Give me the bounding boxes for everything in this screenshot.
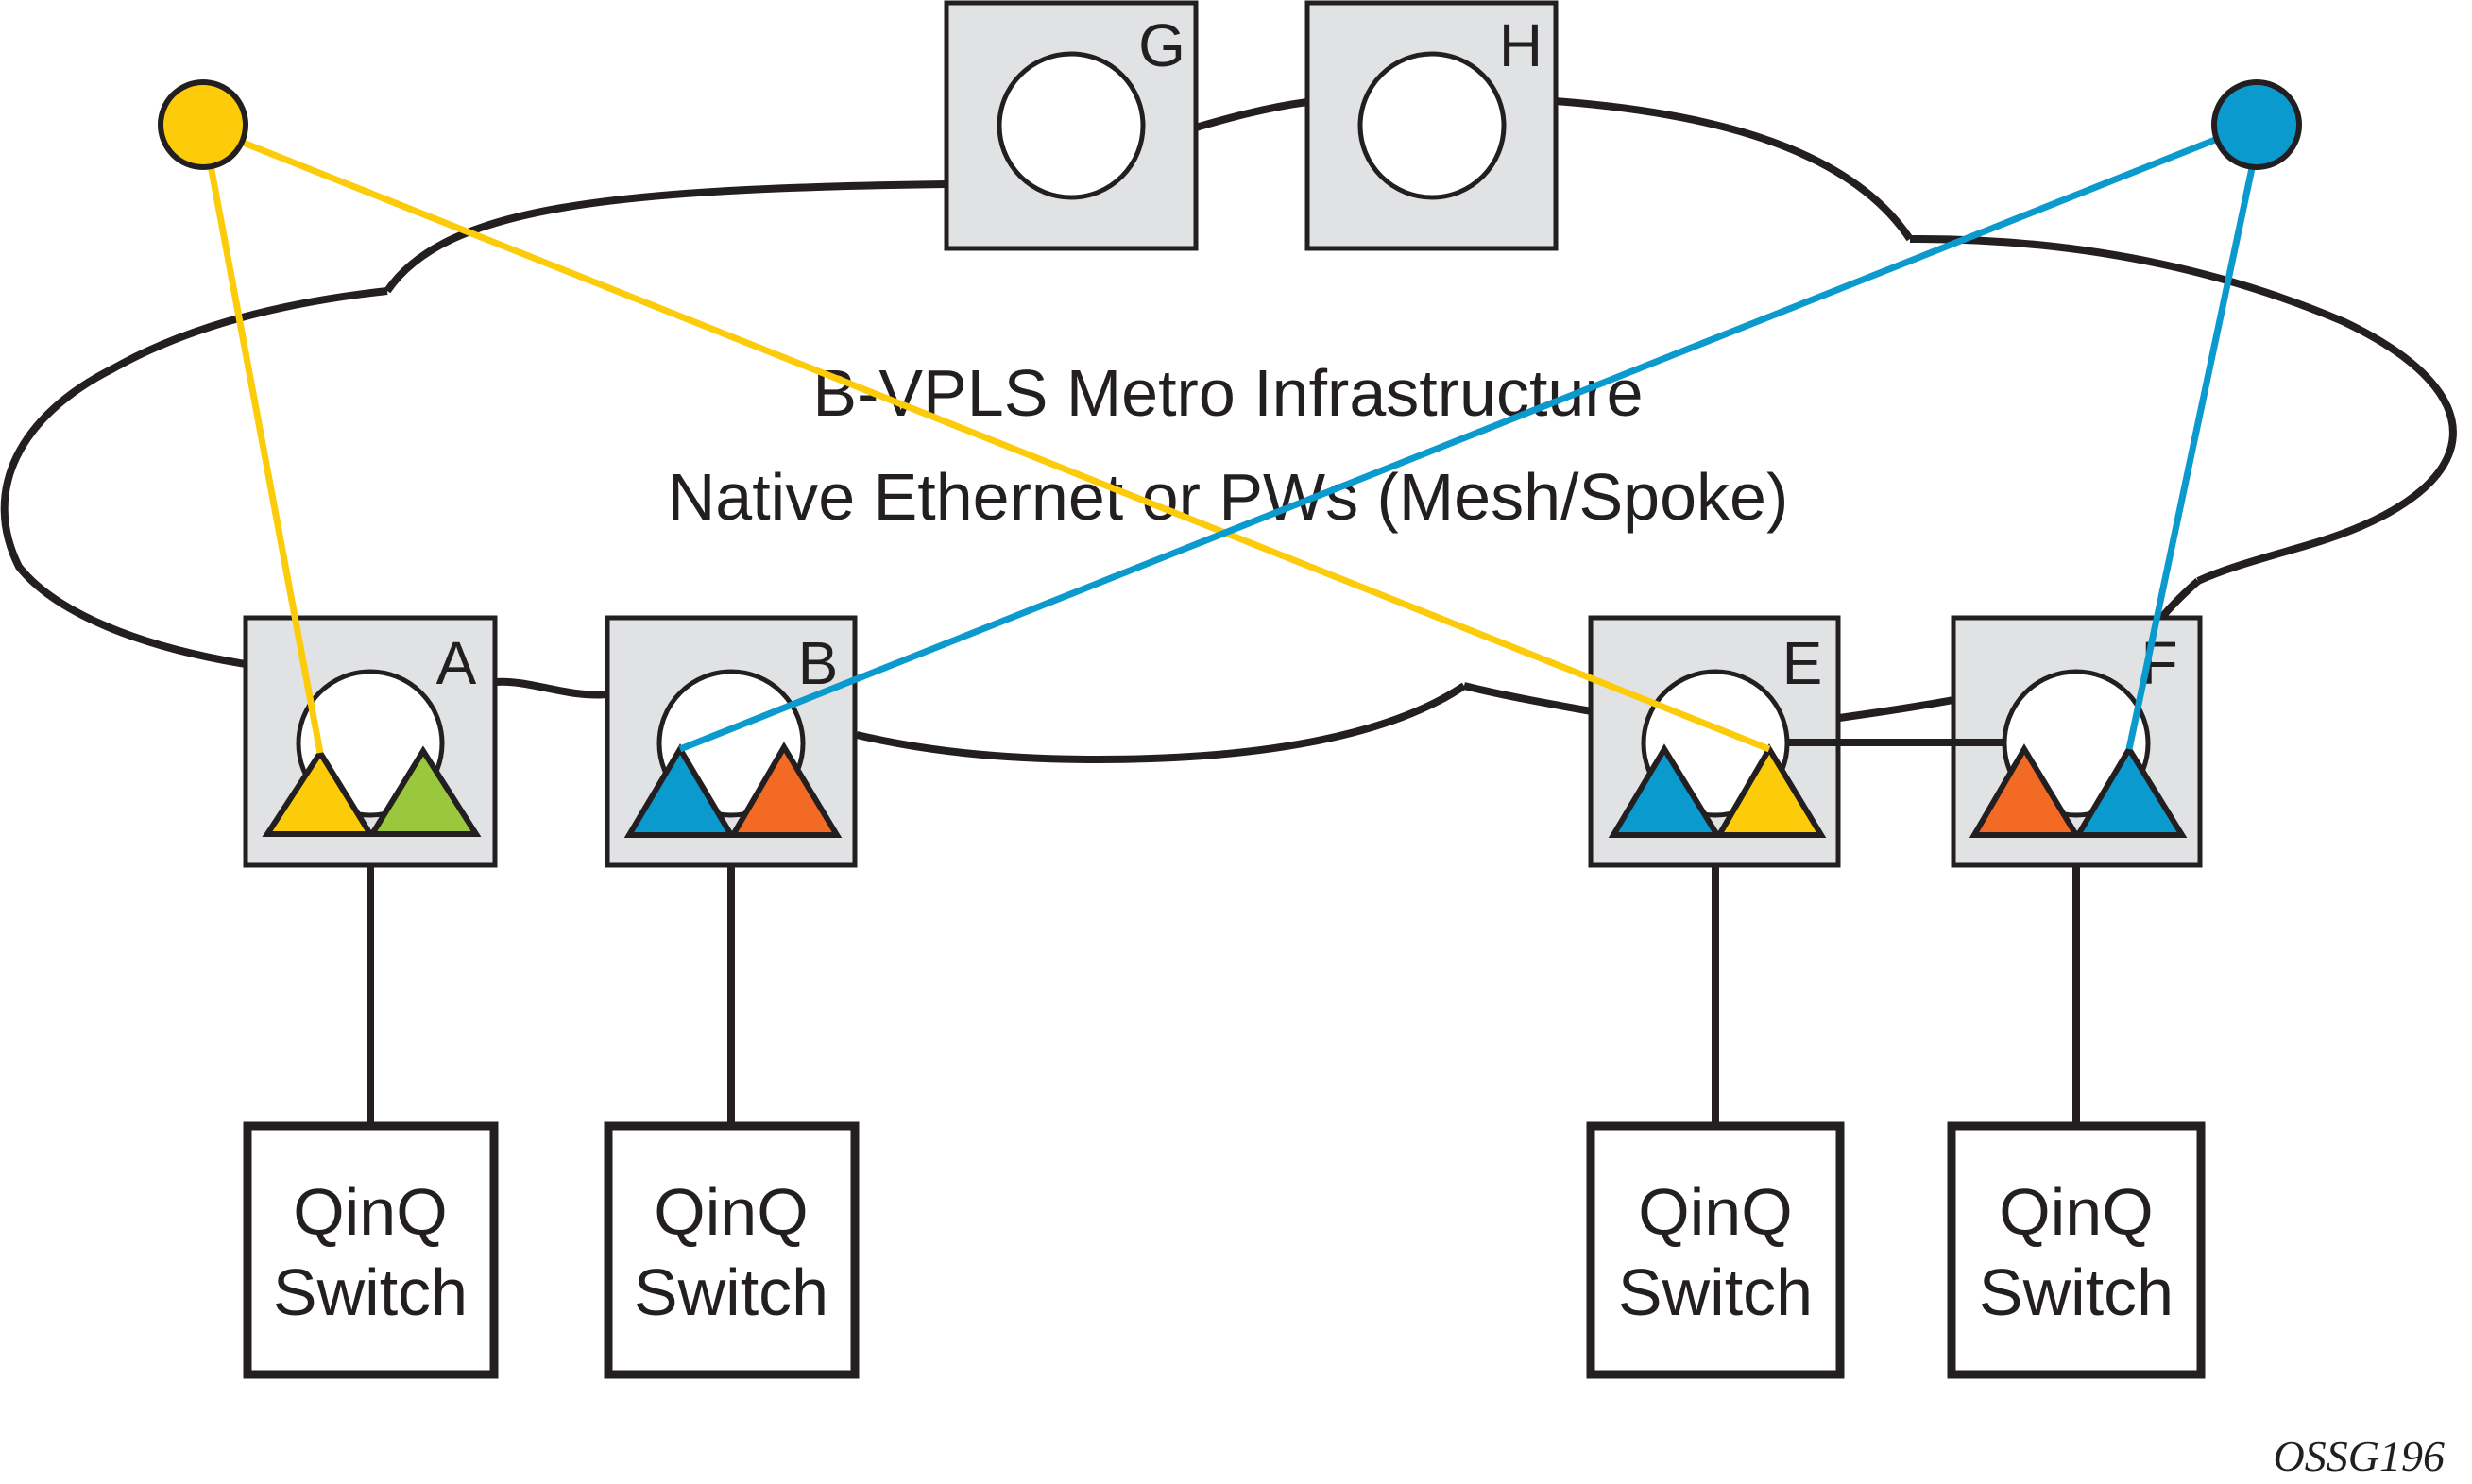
switch-label-line2: Switch (1618, 1255, 1813, 1329)
qinq-switch-f[interactable]: QinQ Switch (1947, 1121, 2206, 1379)
switch-label-line2: Switch (634, 1255, 828, 1329)
router-circle-icon (1357, 51, 1507, 200)
blue-service-endpoint-icon[interactable] (2211, 79, 2302, 170)
cloud-title-line1: B-VPLS Metro Infrastructure (812, 356, 1643, 430)
switch-box (1586, 1121, 1845, 1379)
service-triangle-blue-icon (1608, 743, 1723, 838)
node-label: A (436, 629, 477, 697)
service-triangle-orange-icon (727, 742, 843, 838)
edge-node-f[interactable]: F (1951, 615, 2203, 868)
switch-box (604, 1121, 860, 1379)
service-lines (199, 124, 2256, 754)
switch-label-line2: Switch (1979, 1255, 2174, 1329)
service-triangle-green-icon (367, 745, 482, 837)
core-node-g[interactable]: G (944, 0, 1199, 251)
switch-label-line2: Switch (273, 1255, 468, 1329)
router-circle-icon (997, 51, 1146, 200)
core-node-h[interactable]: H (1304, 0, 1559, 251)
service-triangle-blue-icon (623, 743, 737, 838)
switch-box (243, 1121, 499, 1379)
switch-box (1947, 1121, 2206, 1379)
switch-label-line1: QinQ (1638, 1175, 1792, 1249)
node-label: E (1782, 629, 1823, 697)
service-triangle-yellow-icon (262, 747, 376, 837)
service-triangle-orange-icon (1969, 743, 2082, 838)
node-label: G (1138, 11, 1185, 79)
qinq-switch-e[interactable]: QinQ Switch (1586, 1121, 1845, 1379)
figure-id: OSSG196 (2274, 1432, 2445, 1480)
cloud-title-line2: Native Ethernet or PWs (Mesh/Spoke) (668, 460, 1789, 534)
service-triangle-yellow-icon (1713, 743, 1827, 838)
edge-node-e[interactable]: E (1588, 615, 1841, 868)
yellow-service-line-to-a (199, 124, 324, 754)
switch-label-line1: QinQ (654, 1175, 808, 1249)
yellow-service-endpoint-icon[interactable] (158, 79, 248, 170)
blue-service-line-to-f (2125, 167, 2256, 750)
switch-label-line1: QinQ (1999, 1175, 2153, 1249)
node-label: H (1499, 11, 1543, 79)
switch-label-line1: QinQ (293, 1175, 447, 1249)
service-triangle-blue-icon (2072, 743, 2188, 838)
qinq-switch-b[interactable]: QinQ Switch (604, 1121, 860, 1379)
yellow-service-line-to-e (234, 136, 1771, 753)
edge-node-b[interactable]: B (605, 615, 858, 868)
blue-service-line-to-b (678, 136, 2217, 753)
qinq-switch-a[interactable]: QinQ Switch (243, 1121, 499, 1379)
access-links (367, 865, 2080, 1124)
edge-node-a[interactable]: A (243, 615, 498, 868)
